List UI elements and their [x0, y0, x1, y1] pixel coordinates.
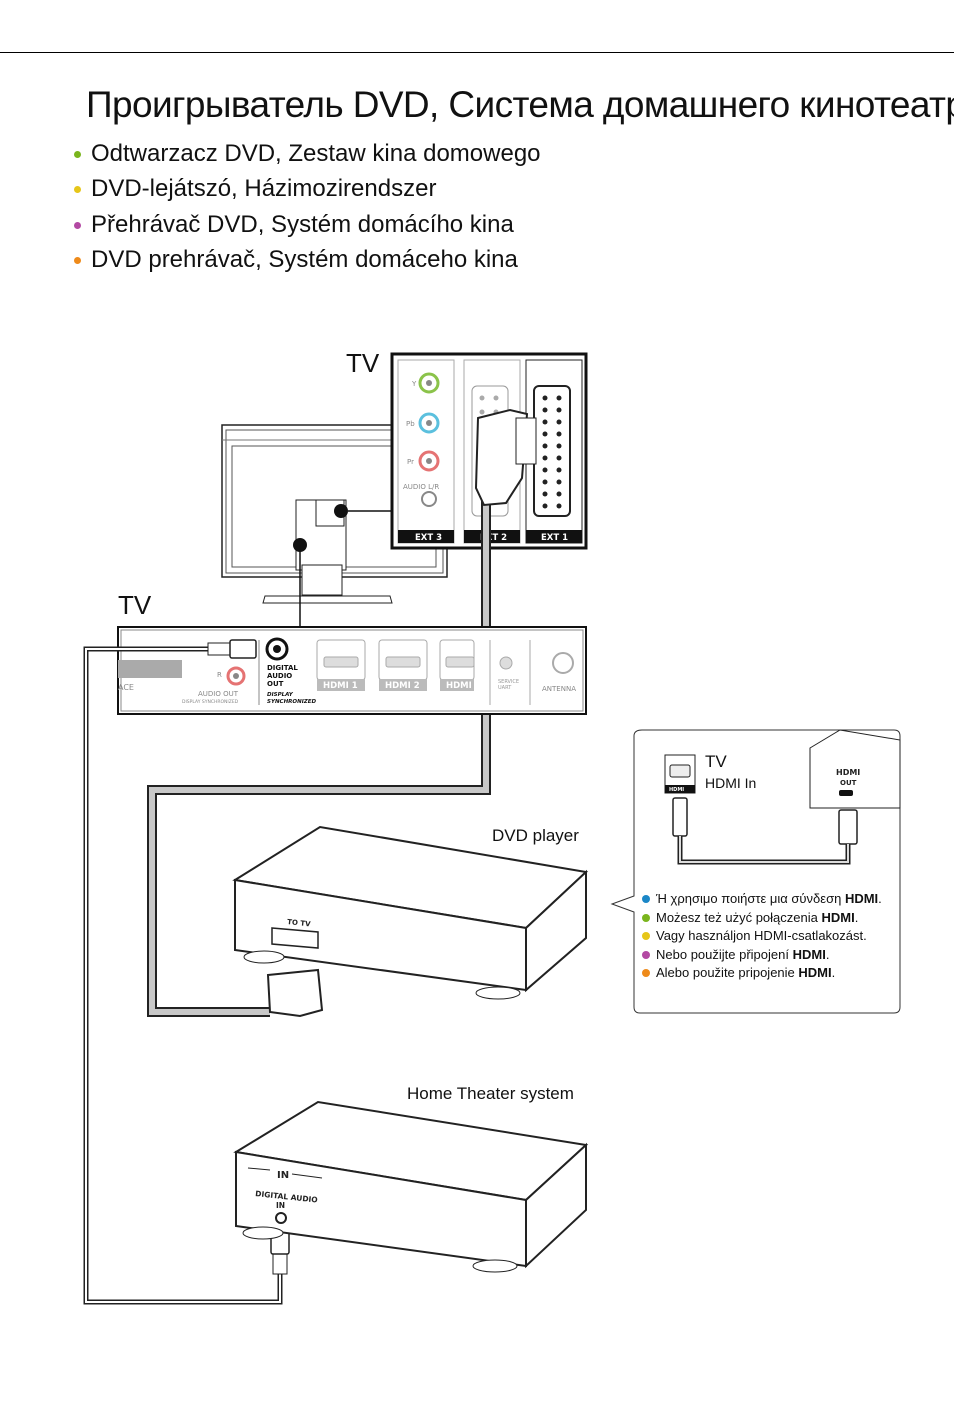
bullet-dot [642, 950, 650, 959]
service-line2: UART [498, 685, 512, 691]
item-post: . [825, 946, 830, 962]
home-theater-illustration: IN DIGITAL AUDIO IN [233, 1100, 589, 1273]
tv-bottom-panel: ACE R AUDIO OUT DISPLAY SYNCHRONIZED DIG… [117, 626, 587, 715]
item-text: Ή χρησιμο ποιήστε μια σύνδεση [656, 891, 845, 906]
item-post: . [854, 909, 859, 925]
tv-top-label: TV [346, 348, 380, 378]
list-item: Nebo použijte připojení HDMI. [640, 946, 890, 965]
ht-in2-label: IN [276, 1201, 285, 1210]
bullet-dot [642, 895, 650, 903]
hdmi-callout: HDMI HDMI OUT [610, 729, 901, 1014]
item-post: . [878, 891, 882, 906]
hdmi2-label: HDMI 2 [385, 681, 420, 691]
display-sync-line1: DISPLAY [267, 692, 294, 698]
callout-tv-label: TV [705, 752, 727, 771]
item-text: Alebo použite pripojenie [656, 965, 799, 980]
item-text: Vagy használjon HDMI-csatlakozást. [656, 928, 867, 943]
subtitle-text: Přehrávač DVD, Systém domácího kina [91, 211, 514, 238]
item-bold: HDMI [821, 909, 855, 925]
ext3-label: EXT 3 [415, 533, 442, 543]
port-y-label: Y [411, 380, 417, 388]
dvd-player-label: DVD player [492, 826, 579, 845]
home-theater-label: Home Theater system [407, 1084, 574, 1103]
antenna-label: ANTENNA [542, 685, 576, 693]
ace-label: ACE [118, 683, 134, 692]
callout-text-list: Ή χρησιμο ποιήστε μια σύνδεση HDMI. Może… [640, 890, 890, 983]
hdmi3-label: HDMI [446, 681, 472, 691]
port-audio-lr-label: AUDIO L/R [403, 483, 439, 491]
list-item: Ή χρησιμο ποιήστε μια σύνδεση HDMI. [640, 890, 890, 909]
hdmi1-label: HDMI 1 [323, 681, 358, 691]
to-tv-label: TO TV [287, 918, 312, 928]
digital-audio-out-line1: DIGITAL [267, 664, 298, 672]
item-text: Nebo použijte připojení [656, 946, 793, 962]
digital-audio-out-line2: AUDIO [267, 672, 292, 680]
list-item: Vagy használjon HDMI-csatlakozást. [640, 927, 890, 946]
bullet-dot [74, 150, 81, 158]
ext1-label: EXT 1 [541, 533, 568, 543]
callout-hdmi-tag: HDMI [669, 787, 684, 793]
port-r-label: R [217, 671, 222, 679]
port-pb-label: Pb [406, 420, 415, 428]
subtitle-slovak: DVD prehrávač, Systém domáceho kina [74, 246, 518, 274]
bullet-dot [74, 256, 81, 264]
service-line1: SERVICE [498, 679, 519, 685]
bullet-dot [74, 185, 81, 193]
digital-audio-cable [83, 639, 290, 1305]
subtitle-hungarian: DVD-lejátszó, Házimozirendszer [74, 175, 436, 203]
dvd-player-illustration: TO TV [232, 825, 589, 1018]
subtitle-text: DVD-lejátszó, Házimozirendszer [91, 175, 437, 202]
item-text: Możesz też użyć połączenia [656, 909, 822, 925]
ext2-label: EXT 2 [480, 533, 507, 543]
bullet-dot [642, 913, 650, 922]
item-bold: HDMI [798, 965, 832, 980]
subtitle-text: Odtwarzacz DVD, Zestaw kina domowego [91, 140, 541, 167]
page-title: Проигрыватель DVD, Система домашнего кин… [86, 84, 954, 125]
list-item: Alebo použite pripojenie HDMI. [640, 964, 890, 983]
callout-hdmi-out-line1: HDMI [836, 768, 860, 777]
bullet-dot [642, 969, 650, 977]
display-sync-line2: SYNCHRONIZED [267, 699, 316, 705]
subtitle-czech: Přehrávač DVD, Systém domácího kina [74, 211, 514, 239]
subtitle-polish: Odtwarzacz DVD, Zestaw kina domowego [74, 140, 541, 168]
ht-in-label: IN [277, 1170, 289, 1181]
digital-audio-out-line3: OUT [267, 680, 284, 688]
subtitle-text: DVD prehrávač, Systém domáceho kina [91, 246, 518, 273]
item-bold: HDMI [844, 891, 879, 906]
list-item: Możesz też użyć połączenia HDMI. [640, 909, 890, 928]
bullet-dot [74, 221, 81, 229]
callout-hdmi-out-line2: OUT [840, 779, 857, 787]
display-sync-label: DISPLAY SYNCHRONIZED [182, 699, 239, 705]
audio-out-label: AUDIO OUT [198, 690, 239, 698]
item-bold: HDMI [792, 946, 826, 962]
item-post: . [831, 965, 836, 980]
port-pr-label: Pr [407, 458, 414, 466]
top-rule [0, 52, 954, 53]
tv-panel-label: TV [118, 590, 152, 620]
bullet-dot [642, 932, 650, 940]
callout-hdmi-in-label: HDMI In [705, 775, 757, 791]
